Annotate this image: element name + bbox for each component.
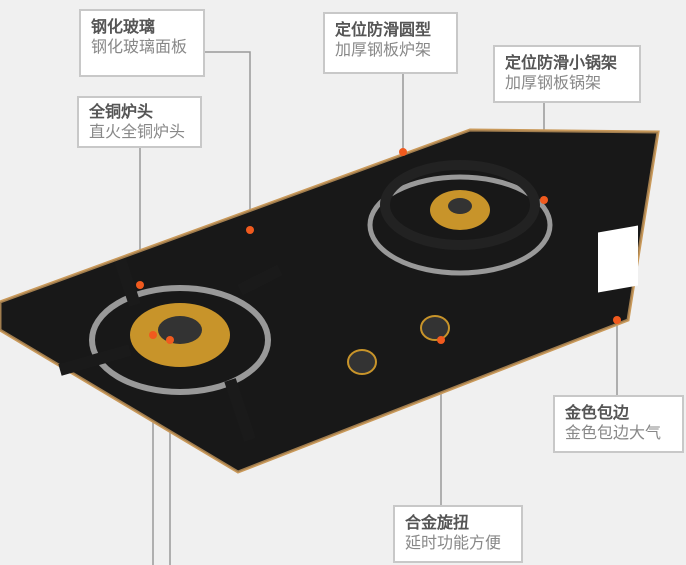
callout-subtitle: 延时功能方便 — [405, 533, 502, 552]
energy-label — [598, 225, 638, 293]
callout-copper-burner: 全铜炉头 直火全铜炉头 — [77, 96, 202, 148]
callout-tempered-glass: 钢化玻璃 钢化玻璃面板 — [79, 9, 205, 77]
burner-left — [58, 258, 283, 442]
callout-title: 金色包边 — [565, 403, 630, 422]
control-knobs — [347, 315, 450, 375]
callout-small-pot-rack: 定位防滑小锅架 加厚钢板锅架 — [493, 45, 641, 103]
callout-title: 钢化玻璃 — [91, 17, 156, 36]
callout-subtitle: 直火全铜炉头 — [89, 122, 186, 141]
callout-title: 定位防滑圆型 — [335, 20, 432, 39]
callout-subtitle: 金色包边大气 — [565, 423, 662, 442]
callout-alloy-knob: 合金旋扭 延时功能方便 — [393, 505, 523, 563]
callout-gold-trim: 金色包边 金色包边大气 — [553, 395, 684, 453]
callout-title: 定位防滑小锅架 — [505, 53, 618, 72]
callout-subtitle: 钢化玻璃面板 — [91, 37, 188, 56]
callout-round-rack: 定位防滑圆型 加厚钢板炉架 — [323, 12, 458, 74]
burner-right — [367, 160, 553, 276]
callout-title: 全铜炉头 — [89, 102, 154, 121]
callout-title: 合金旋扭 — [405, 513, 470, 532]
marker-dots — [136, 148, 621, 344]
callout-subtitle: 加厚钢板锅架 — [505, 73, 602, 92]
glass-panel — [0, 128, 660, 474]
callout-subtitle: 加厚钢板炉架 — [335, 40, 432, 59]
